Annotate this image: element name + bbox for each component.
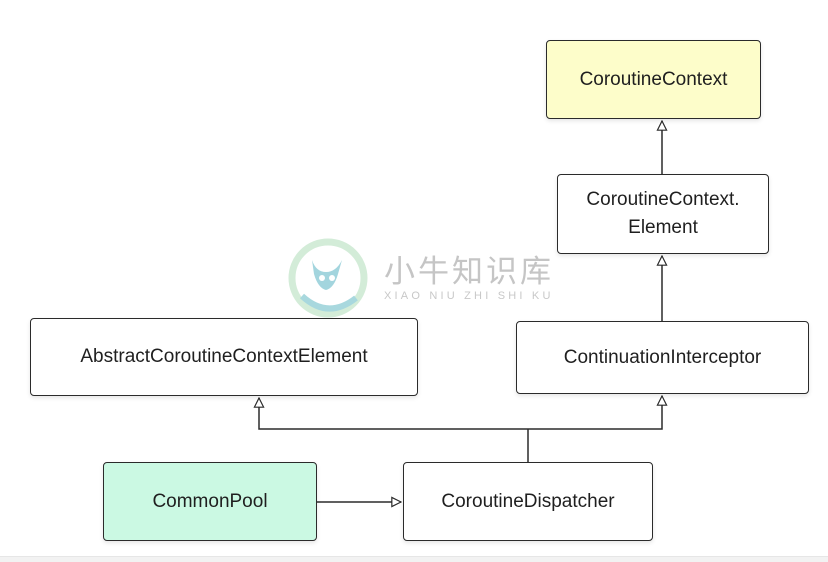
watermark-title: 小牛知识库 <box>384 254 554 289</box>
node-label: ContinuationInterceptor <box>563 346 762 368</box>
node-label: CommonPool <box>152 490 268 512</box>
node-label: CoroutineDispatcher <box>441 490 615 512</box>
node-common-pool[interactable]: CommonPool <box>103 462 317 541</box>
node-coroutine-context-element[interactable]: CoroutineContext. Element <box>557 174 769 254</box>
watermark-logo-icon <box>288 238 368 318</box>
node-label: CoroutineContext. Element <box>586 189 740 238</box>
watermark: 小牛知识库 XIAO NIU ZHI SHI KU <box>286 238 551 323</box>
node-continuation-interceptor[interactable]: ContinuationInterceptor <box>516 321 809 394</box>
node-coroutine-dispatcher[interactable]: CoroutineDispatcher <box>403 462 653 541</box>
watermark-subtitle: XIAO NIU ZHI SHI KU <box>384 290 554 302</box>
node-abstract-coroutine-context-element[interactable]: AbstractCoroutineContextElement <box>30 318 418 396</box>
edge-dispatcher-to-interceptor <box>528 396 662 430</box>
bottom-strip <box>0 556 828 562</box>
node-label: AbstractCoroutineContextElement <box>80 346 368 367</box>
node-label: CoroutineContext <box>579 68 728 90</box>
edge-dispatcher-to-abstract <box>259 398 528 430</box>
node-coroutine-context[interactable]: CoroutineContext <box>546 40 761 119</box>
